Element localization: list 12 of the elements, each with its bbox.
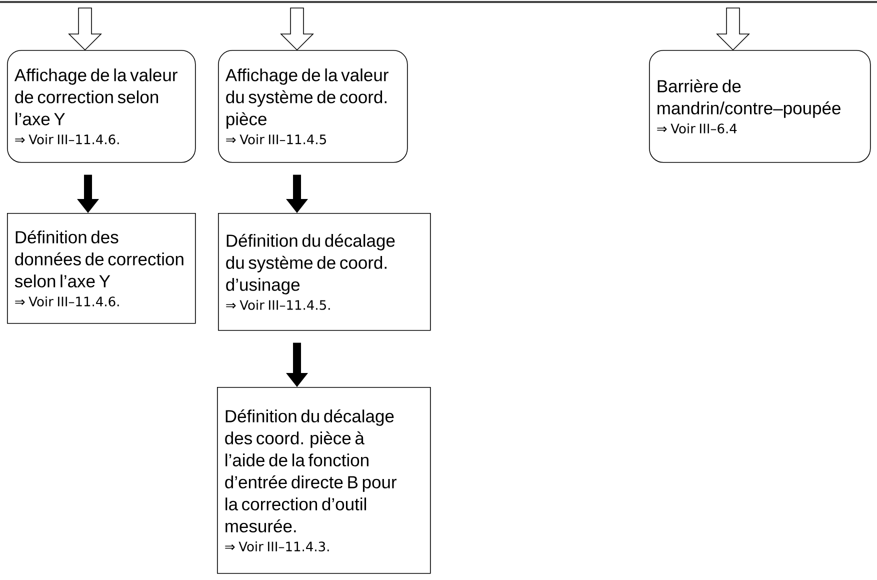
- process-box: Définition des données de correction selon l’axe Y ⇒ Voir III–11.4.6.: [7, 212, 196, 324]
- outline-arrow: [716, 8, 750, 51]
- rounded-box: Affichage de la valeur du système de coord. pièce ⇒ Voir III–11.4.5: [218, 50, 408, 163]
- process-box: Définition du décalage des coord. pièce à l’aide de la fonction d’entrée directe B pour la correction d’outil mesurée. ⇒ Voir III–11.4.3.: [217, 386, 431, 574]
- outline-arrow: [68, 8, 102, 51]
- block-arrow: [77, 174, 99, 213]
- rounded-box: Affichage de la valeur de correction selon l’axe Y ⇒ Voir III–11.4.6.: [7, 50, 196, 163]
- outline-arrow: [280, 8, 314, 51]
- process-box: Définition du décalage du système de coord. d’usinage ⇒ Voir III–11.4.5.: [218, 212, 431, 331]
- block-arrow: [286, 174, 308, 213]
- rounded-box: Barrière de mandrin/contre–poupée ⇒ Voir III–6.4: [649, 50, 871, 163]
- block-arrow: [286, 342, 308, 387]
